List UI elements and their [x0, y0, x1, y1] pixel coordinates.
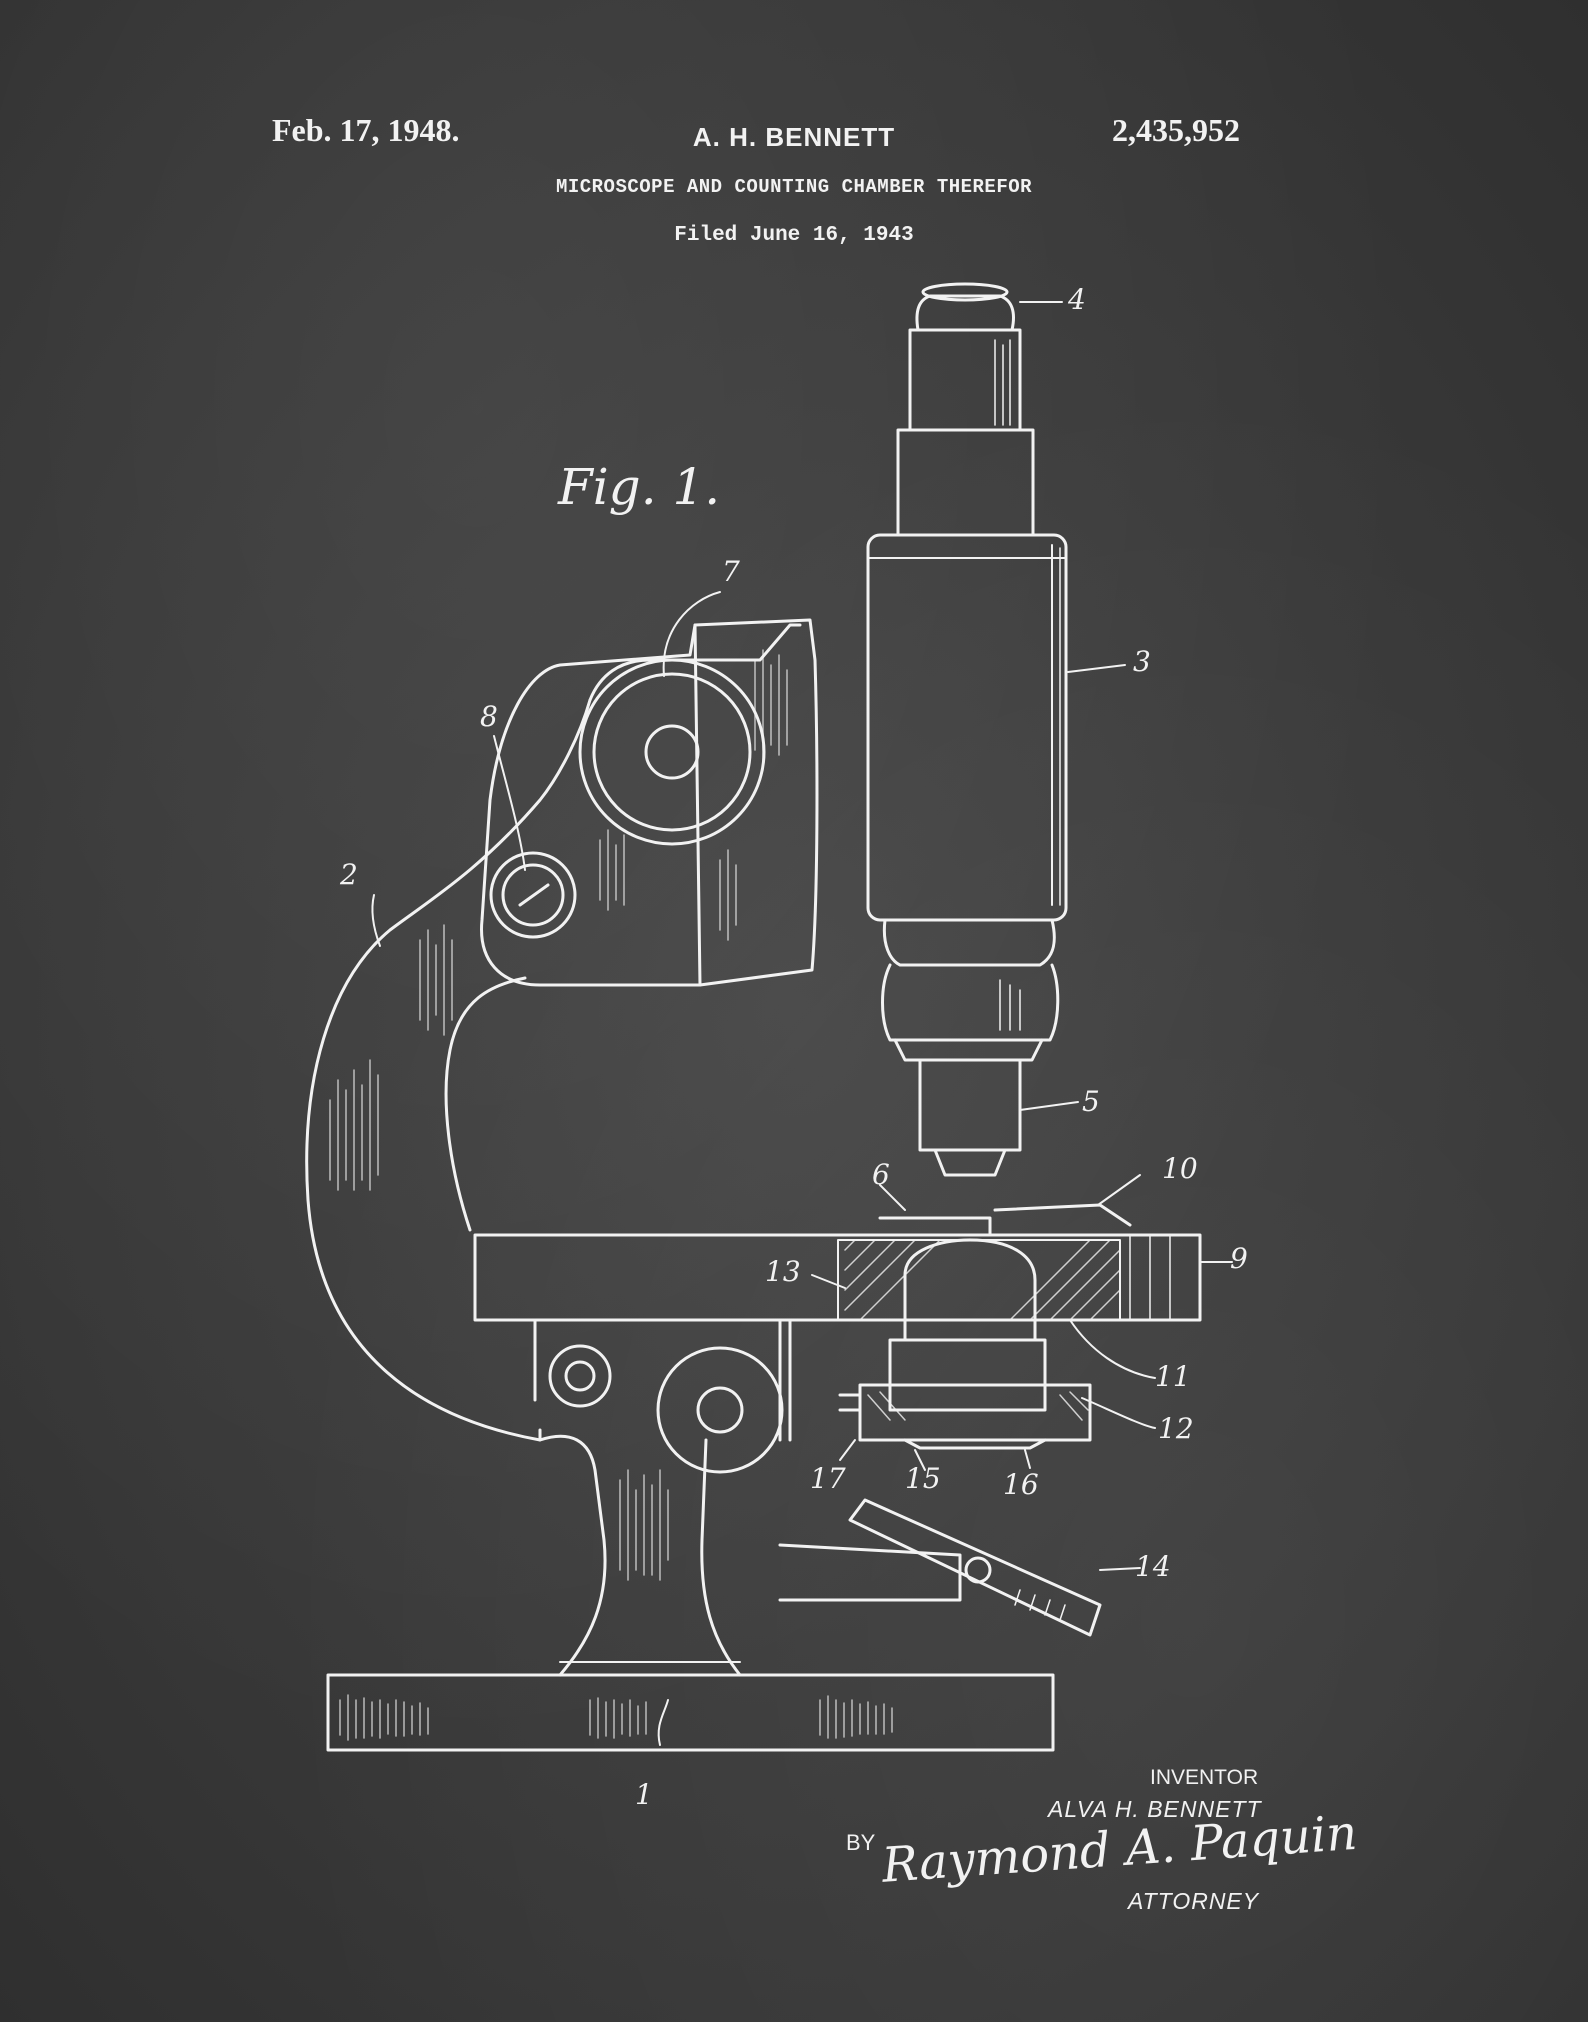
- figure-label: Fig. 1.: [558, 458, 721, 516]
- microscope-pillar: [540, 1430, 740, 1675]
- mirror-lever: [780, 1500, 1100, 1635]
- inventor-name: ALVA H. BENNETT: [1048, 1796, 1262, 1822]
- ref-7: 7: [722, 555, 740, 588]
- nosepiece: [883, 920, 1058, 1175]
- focus-housing: [482, 620, 817, 985]
- leader-lines: [372, 302, 1232, 1745]
- body-tube: [868, 535, 1066, 920]
- inventor-label: INVENTOR: [1150, 1766, 1259, 1789]
- patent-date: Feb. 17, 1948.: [272, 112, 460, 148]
- ref-17: 17: [810, 1462, 846, 1495]
- patent-inventor-header: A. H. BENNETT: [692, 122, 896, 152]
- stage: [475, 1205, 1200, 1320]
- attorney-label: ATTORNEY: [1128, 1888, 1260, 1914]
- ref-13: 13: [765, 1255, 801, 1288]
- substage-knobs: [535, 1320, 790, 1472]
- microscope-base: [328, 1675, 1053, 1750]
- ref-6: 6: [872, 1158, 890, 1191]
- by-label: BY: [846, 1830, 876, 1855]
- ref-5: 5: [1082, 1085, 1100, 1118]
- ref-2: 2: [340, 858, 358, 891]
- ref-15: 15: [905, 1462, 941, 1495]
- patent-number: 2,435,952: [1112, 112, 1240, 148]
- ref-10: 10: [1162, 1152, 1198, 1185]
- counting-chamber: [840, 1240, 1090, 1448]
- ref-8: 8: [480, 700, 498, 733]
- ref-11: 11: [1155, 1360, 1191, 1393]
- ref-14: 14: [1135, 1550, 1171, 1583]
- ref-4: 4: [1068, 283, 1086, 316]
- ref-3: 3: [1133, 645, 1151, 678]
- patent-title: MICROSCOPE AND COUNTING CHAMBER THEREFOR: [555, 176, 1033, 198]
- ref-16: 16: [1003, 1468, 1039, 1501]
- eyepiece: [898, 284, 1033, 535]
- ref-12: 12: [1158, 1412, 1194, 1445]
- filed-date: Filed June 16, 1943: [674, 224, 914, 247]
- ref-9: 9: [1230, 1242, 1248, 1275]
- ref-1: 1: [635, 1778, 653, 1811]
- microscope-arm: [307, 625, 800, 1440]
